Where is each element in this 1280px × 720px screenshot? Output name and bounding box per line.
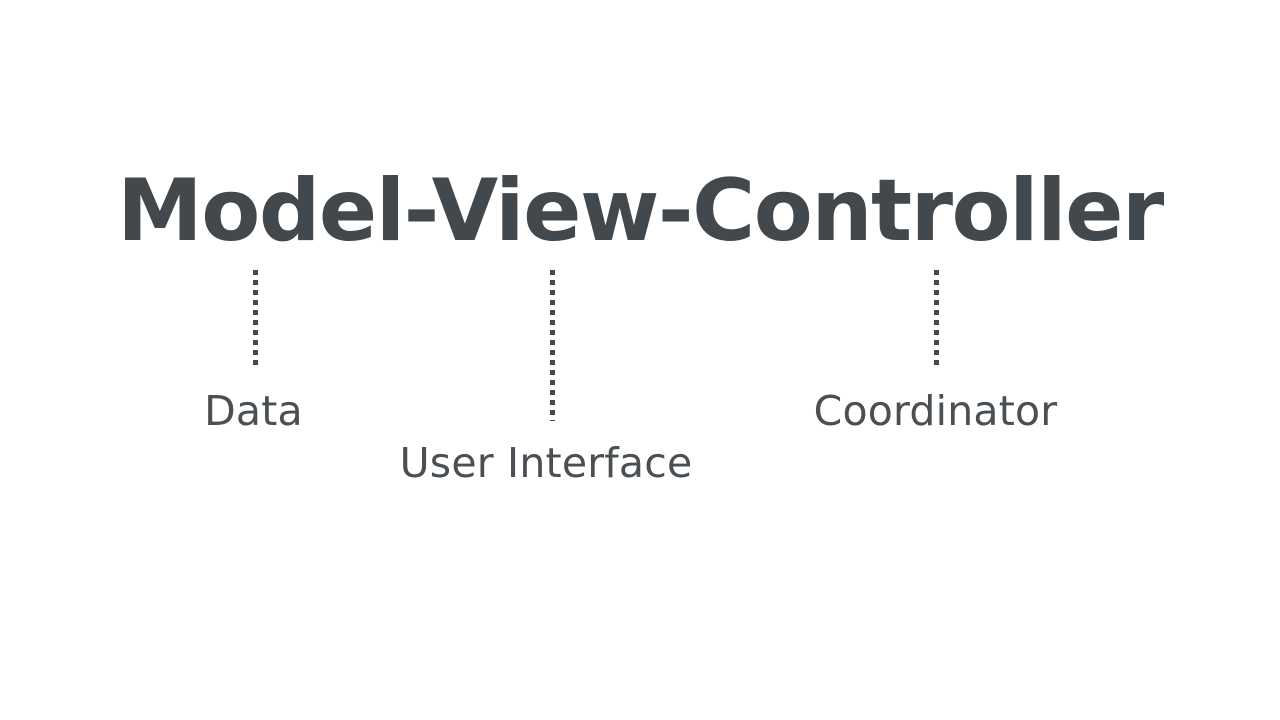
page-title: Model-View-Controller bbox=[117, 161, 1164, 261]
annotation-label-view: User Interface bbox=[399, 439, 693, 487]
annotation-label-model: Data bbox=[204, 387, 303, 435]
annotation-label-controller: Coordinator bbox=[813, 387, 1058, 435]
connector-line-model bbox=[253, 270, 258, 366]
connector-line-controller bbox=[934, 270, 939, 366]
connector-line-view bbox=[550, 270, 555, 421]
